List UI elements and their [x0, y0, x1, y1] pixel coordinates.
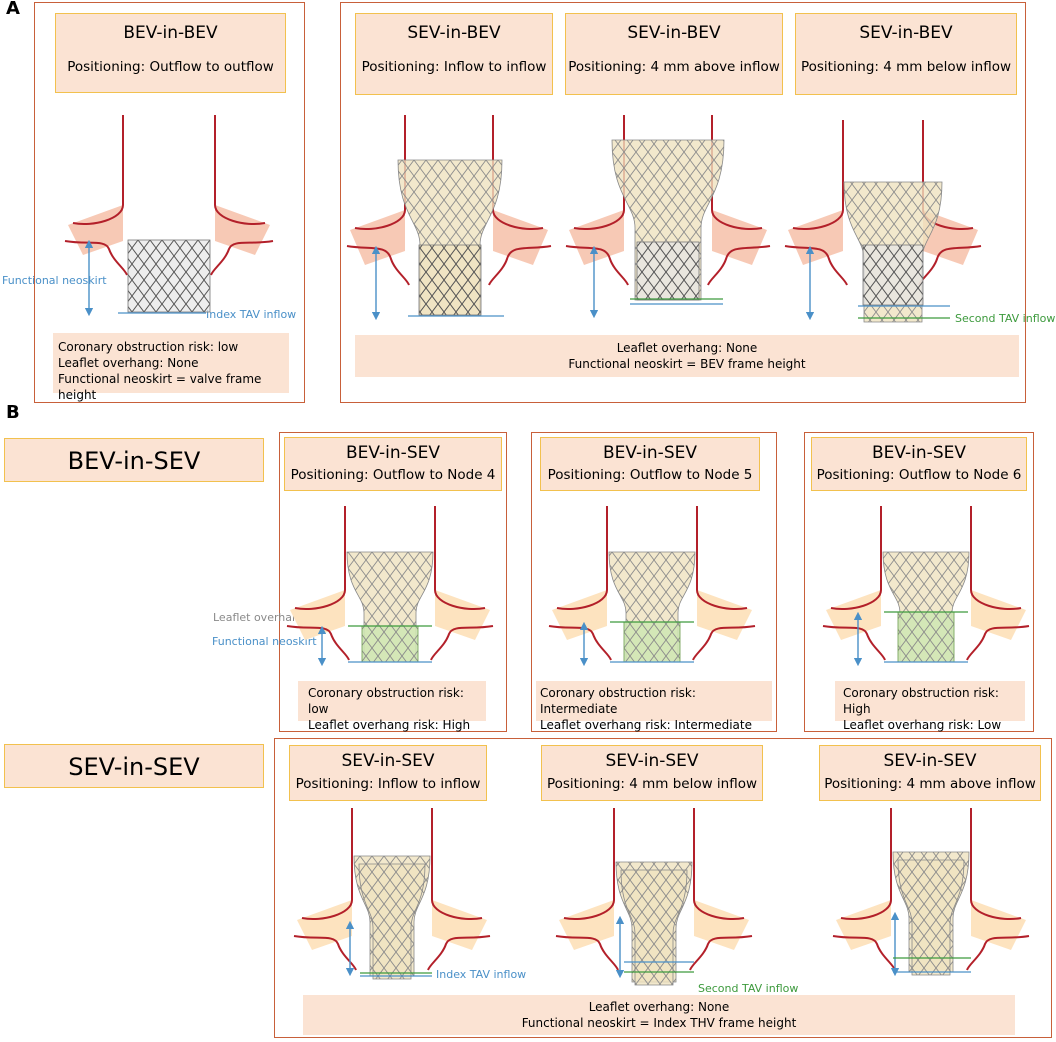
title-box: BEV-in-BEV Positioning: Outflow to outfl… [55, 13, 286, 93]
diagram-title: SEV-in-SEV [341, 751, 435, 771]
note-line: Functional neoskirt = valve frame height [58, 372, 262, 402]
note-line: Coronary obstruction risk: Intermediate [540, 686, 696, 716]
positioning-label: Positioning: Outflow to Node 6 [816, 467, 1022, 483]
diagram-title: SEV-in-BEV [859, 23, 953, 43]
panel-a-bev-in-bev: BEV-in-BEV Positioning: Outflow to outfl… [34, 2, 305, 403]
positioning-label: Positioning: 4 mm below inflow [800, 59, 1012, 75]
note-line: Functional neoskirt = BEV frame height [568, 357, 806, 371]
second-inflow-label: Second TAV inflow [698, 982, 799, 995]
diagram-title: BEV-in-SEV [346, 443, 440, 463]
positioning-label: Positioning: 4 mm above inflow [568, 59, 780, 75]
positioning-label: Positioning: Inflow to inflow [361, 59, 547, 75]
sev-in-sev-panel: SEV-in-SEV Positioning: Inflow to inflow… [274, 738, 1052, 1038]
bev-in-sev-card-3: BEV-in-SEV Positioning: Outflow to Node … [804, 432, 1034, 732]
diagram-title: BEV-in-SEV [603, 443, 697, 463]
row-label-text: BEV-in-SEV [67, 447, 201, 475]
overhang-note: Leaflet overhang: None Functional neoski… [355, 335, 1019, 377]
title-box: SEV-in-SEV Positioning: 4 mm above inflo… [819, 745, 1041, 801]
risk-note: Coronary obstruction risk: low Leaflet o… [298, 681, 486, 732]
positioning-label: Positioning: Outflow to Node 4 [290, 467, 496, 483]
panel-b-letter: B [6, 402, 20, 423]
diagram-title: BEV-in-SEV [872, 443, 966, 463]
risk-note: Coronary obstruction risk: low Leaflet o… [53, 333, 289, 402]
index-inflow-label: Index TAV inflow [436, 968, 527, 981]
diagram-title: SEV-in-BEV [407, 23, 501, 43]
note-line: Leaflet overhang: None [588, 1000, 730, 1014]
title-box: SEV-in-BEV Positioning: Inflow to inflow [355, 13, 553, 95]
note-line: Leaflet overhang risk: Intermediate [540, 718, 752, 732]
title-box: BEV-in-SEV Positioning: Outflow to Node … [811, 437, 1027, 491]
row-label-text: SEV-in-SEV [68, 753, 200, 781]
risk-note: Coronary obstruction risk: High Leaflet … [835, 681, 1025, 732]
positioning-label: Positioning: 4 mm above inflow [824, 776, 1036, 792]
note-line: Coronary obstruction risk: High [843, 686, 999, 716]
overhang-note: Leaflet overhang: None Functional neoski… [303, 995, 1015, 1035]
title-box: BEV-in-SEV Positioning: Outflow to Node … [540, 437, 760, 491]
note-line: Functional neoskirt = Index THV frame he… [521, 1016, 797, 1030]
row-label-sev-in-sev: SEV-in-SEV [4, 744, 264, 788]
note-line: Coronary obstruction risk: low [58, 340, 239, 354]
diagram-title: BEV-in-BEV [123, 23, 218, 43]
positioning-label: Positioning: Inflow to inflow [295, 776, 481, 792]
functional-neoskirt-label: Functional neoskirt [212, 635, 317, 648]
diagram-title: SEV-in-SEV [605, 751, 699, 771]
bev-in-sev-card-1: BEV-in-SEV Positioning: Outflow to Node … [279, 432, 507, 732]
bev-in-sev-card-2: BEV-in-SEV Positioning: Outflow to Node … [531, 432, 777, 732]
note-line: Leaflet overhang risk: High [308, 718, 471, 732]
functional-neoskirt-label: Functional neoskirt [2, 274, 107, 287]
note-line: Leaflet overhang: None [58, 356, 199, 370]
positioning-label: Positioning: Outflow to Node 5 [547, 467, 753, 483]
diagram-title: SEV-in-SEV [883, 751, 977, 771]
index-inflow-label: Index TAV inflow [206, 308, 297, 321]
positioning-label: Positioning: Outflow to outflow [67, 59, 274, 75]
title-box: BEV-in-SEV Positioning: Outflow to Node … [284, 437, 502, 491]
diagram-title: SEV-in-BEV [627, 23, 721, 43]
note-line: Leaflet overhang risk: Low [843, 718, 1002, 732]
leaflet-overhang-label: Leaflet overhang [213, 611, 306, 624]
title-box: SEV-in-BEV Positioning: 4 mm below inflo… [795, 13, 1017, 95]
title-box: SEV-in-BEV Positioning: 4 mm above inflo… [565, 13, 783, 95]
second-inflow-label: Second TAV inflow [955, 312, 1056, 325]
note-line: Leaflet overhang: None [616, 341, 758, 355]
title-box: SEV-in-SEV Positioning: Inflow to inflow [289, 745, 487, 801]
panel-a-letter: A [6, 0, 20, 19]
positioning-label: Positioning: 4 mm below inflow [546, 776, 758, 792]
note-line: Coronary obstruction risk: low [308, 686, 464, 716]
title-box: SEV-in-SEV Positioning: 4 mm below inflo… [541, 745, 763, 801]
row-label-bev-in-sev: BEV-in-SEV [4, 438, 264, 482]
panel-a-sev-in-bev: SEV-in-BEV Positioning: Inflow to inflow… [340, 2, 1026, 403]
risk-note: Coronary obstruction risk: Intermediate … [536, 681, 772, 732]
